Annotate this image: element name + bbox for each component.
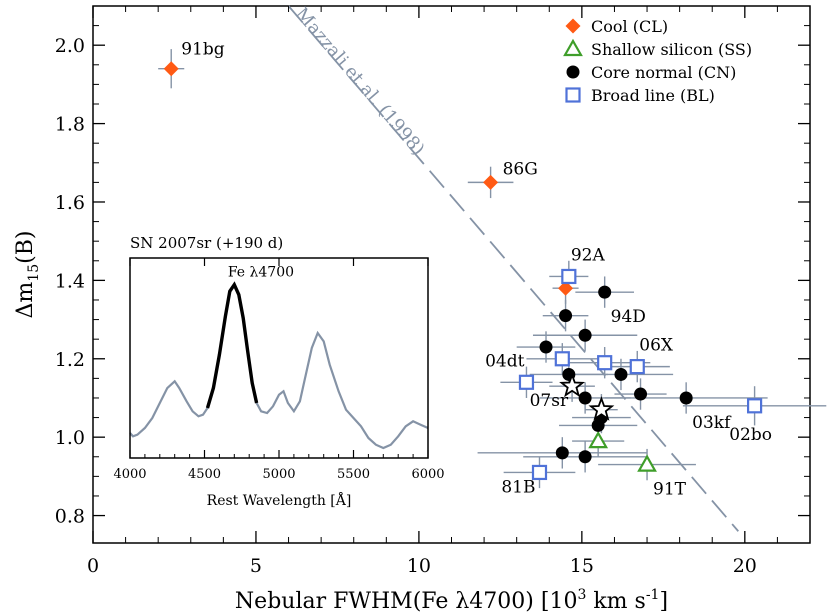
point-label: 04dt (485, 351, 525, 371)
point-marker (578, 450, 592, 464)
y-tick-label: 1.4 (55, 270, 85, 292)
reference-line-label: Mazzali et al. (1998) (291, 4, 429, 160)
legend-label: Shallow silicon (SS) (591, 40, 752, 59)
point-marker (679, 391, 693, 405)
legend-label: Cool (CL) (591, 17, 668, 36)
legend: Cool (CL) Shallow silicon (SS) Core normal… (563, 17, 752, 105)
point-label: 92A (571, 245, 606, 265)
point-label: 03kf (692, 413, 732, 433)
inset-spectrum-lines (129, 281, 429, 450)
y-axis-title-tail: (B) (13, 231, 38, 264)
point-marker (558, 280, 574, 296)
reference-line (287, 5, 739, 532)
fe-feature-line (205, 281, 259, 409)
point-marker (598, 285, 612, 299)
point-marker (559, 309, 573, 323)
point-marker (554, 351, 570, 367)
point-marker (555, 446, 569, 460)
point-marker (597, 355, 613, 371)
point-marker (614, 367, 628, 381)
inset-x-tick-label: 6000 (411, 467, 444, 482)
y-axis-title-sub: 15 (26, 264, 42, 282)
point-marker (483, 174, 499, 190)
point-label: 91T (653, 480, 687, 500)
inset-annotation: Fe λ4700 (228, 264, 294, 280)
point-marker (578, 328, 592, 342)
x-axis-title-sup2: -1 (646, 587, 660, 603)
inset-x-tick-label: 4500 (188, 467, 221, 482)
y-axis-title: Δm15(B) (13, 231, 42, 319)
point-marker (539, 340, 553, 354)
y-tick-label: 1.6 (55, 192, 85, 214)
point-label: 81B (501, 477, 535, 497)
x-tick-label: 5 (250, 555, 262, 577)
point-marker (588, 396, 615, 421)
y-tick-label: 1.2 (55, 349, 85, 371)
x-axis-title-sup: 3 (577, 587, 586, 603)
x-axis-title-unit: km s (586, 589, 645, 614)
y-axis-title-main: Δm (13, 282, 38, 319)
point-marker (163, 61, 179, 77)
point-label: 02bo (729, 425, 772, 445)
tick-layer: 0 5 10 15 20 0.8 1.0 1.2 1.4 1.6 1.8 2.0 (55, 5, 810, 577)
inset-x-tick-label: 5500 (337, 467, 370, 482)
point-marker (531, 464, 548, 481)
legend-label: Broad line (BL) (591, 86, 715, 105)
point-marker (578, 391, 592, 405)
y-tick-label: 1.8 (55, 114, 85, 136)
x-tick-label: 15 (570, 555, 594, 577)
axis-titles: Nebular FWHM(Fe λ4700) [103 km s-1] Δm15… (13, 231, 668, 614)
point-label: 91bg (181, 40, 225, 60)
point-marker (565, 18, 581, 34)
point-label: 06X (639, 336, 674, 356)
point-marker (559, 372, 586, 398)
inset-ticks: 4000 4500 5000 5500 6000 (113, 258, 445, 482)
point-marker (588, 430, 609, 449)
point-marker (637, 454, 657, 472)
marker-layer (163, 61, 763, 481)
point-marker (561, 268, 577, 285)
y-tick-label: 1.0 (55, 427, 85, 449)
x-axis-title-main: Nebular FWHM(Fe λ4700) [10 (235, 589, 578, 614)
point-label-layer: 91bg 86G 92A 94D 06X 04dt 03kf 07sr 02bo 91T 81B (181, 40, 772, 500)
point-marker (746, 398, 763, 414)
x-axis-title-end: ] (659, 589, 668, 614)
y-tick-label: 2.0 (55, 35, 85, 57)
point-marker (563, 38, 583, 57)
inset-background (130, 258, 428, 458)
inset-title: SN 2007sr (+190 d) (130, 234, 283, 252)
x-tick-label: 10 (407, 555, 431, 577)
point-marker (629, 359, 645, 375)
spectrum-line (129, 282, 429, 450)
point-label: 86G (503, 159, 538, 179)
inset-x-axis-title: Rest Wavelength [Å] (207, 491, 352, 509)
point-marker (566, 65, 580, 79)
point-label: 07sr (530, 391, 569, 411)
x-tick-label: 20 (733, 555, 757, 577)
y-tick-label: 0.8 (55, 506, 85, 528)
x-axis-title: Nebular FWHM(Fe λ4700) [103 km s-1] (235, 587, 668, 614)
point-marker (565, 87, 581, 103)
point-marker (591, 418, 605, 432)
inset-x-tick-label: 5000 (262, 467, 295, 482)
point-label: 94D (611, 307, 646, 327)
legend-label: Core normal (CN) (591, 63, 736, 82)
reference-label-layer: Mazzali et al. (1998) (291, 4, 429, 160)
point-marker (634, 387, 648, 401)
point-marker (518, 374, 535, 390)
reference-line-layer (287, 5, 739, 532)
x-tick-label: 0 (87, 555, 99, 577)
inset-x-tick-label: 4000 (113, 467, 146, 482)
